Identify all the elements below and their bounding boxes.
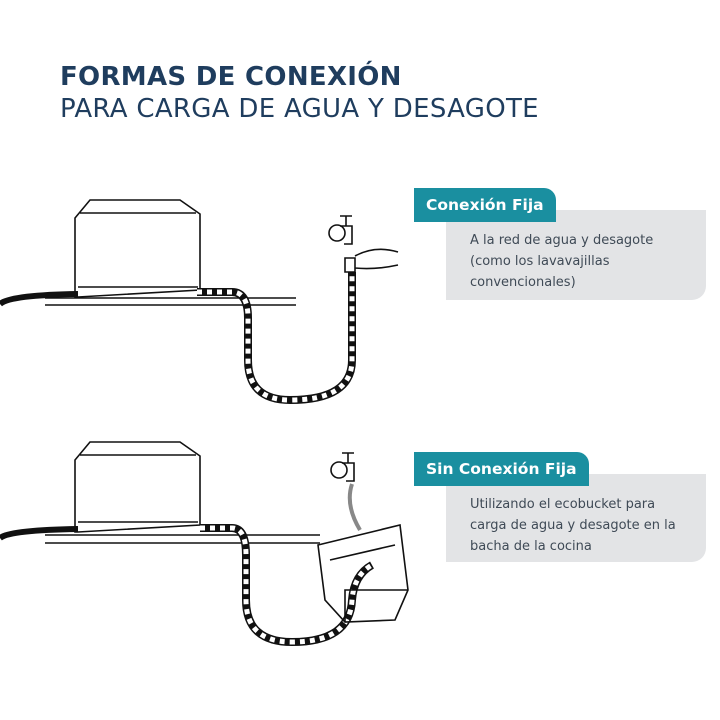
power-cord-2 xyxy=(0,526,79,541)
no-fixed-connection-description: Utilizando el ecobucket para carga de ag… xyxy=(470,497,676,554)
hand-icon-1 xyxy=(344,248,399,273)
title-line-1: FORMAS DE CONEXIÓN xyxy=(60,62,402,92)
no-fixed-connection-label: Sin Conexión Fija xyxy=(414,452,589,486)
fixed-connection-illustration xyxy=(0,199,399,405)
dishwasher-1 xyxy=(74,199,201,298)
faucet-icon-2 xyxy=(330,452,355,482)
fixed-connection-description-box: A la red de agua y desagote (como los la… xyxy=(446,210,706,300)
title-line-2: PARA CARGA DE AGUA Y DESAGOTE xyxy=(60,94,539,124)
ecobucket-illustration xyxy=(0,441,409,647)
no-fixed-connection-description-box: Utilizando el ecobucket para carga de ag… xyxy=(446,474,706,562)
fixed-connection-description: A la red de agua y desagote (como los la… xyxy=(470,233,654,290)
water-stream xyxy=(347,483,362,532)
bucket-icon xyxy=(317,524,409,623)
power-cord-1 xyxy=(0,291,79,307)
faucet-icon-1 xyxy=(328,215,353,245)
hose-2 xyxy=(200,524,375,647)
dishwasher-2 xyxy=(74,441,201,533)
fixed-connection-label: Conexión Fija xyxy=(414,188,556,222)
